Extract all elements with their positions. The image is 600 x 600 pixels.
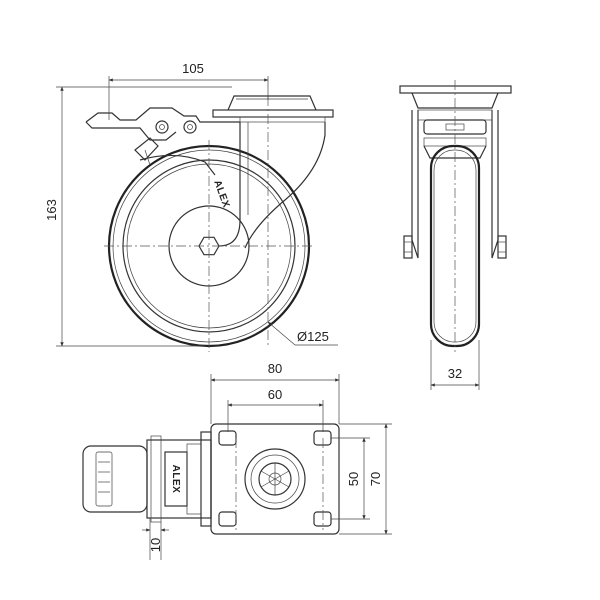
- brake-lever-side: [85, 107, 240, 176]
- dimension-label-60: 60: [268, 387, 282, 402]
- mount-plate-side: [212, 95, 334, 123]
- swivel-hub-top: [244, 448, 306, 510]
- mount-hole: [218, 430, 237, 446]
- mount-plate-front: [399, 85, 512, 94]
- brand-label-top: ALEX: [170, 465, 181, 494]
- dimension-50: 50: [331, 437, 370, 520]
- mount-hole: [313, 511, 332, 527]
- dimension-label-163: 163: [44, 199, 59, 221]
- dimension-diameter-125: Ø125: [267, 321, 338, 346]
- dimension-label-50: 50: [346, 472, 361, 486]
- dimension-60: 60: [227, 387, 324, 432]
- axle-front: [403, 235, 507, 259]
- fork-side: [218, 122, 326, 249]
- dimension-105: 105: [108, 61, 269, 120]
- brake-assembly-top: [82, 431, 212, 527]
- dimension-label-80: 80: [268, 361, 282, 376]
- dimension-80: 80: [210, 361, 340, 424]
- side-view: ALEX: [85, 95, 334, 352]
- dimension-10: 10: [142, 518, 169, 560]
- dimension-label-10: 10: [148, 538, 163, 552]
- top-view: ALEX: [82, 423, 340, 535]
- mount-hole: [218, 511, 237, 527]
- dimension-label-70: 70: [368, 472, 383, 486]
- mount-hole: [313, 430, 332, 446]
- dimension-label-diameter: Ø125: [297, 329, 329, 344]
- brand-label-side: ALEX: [211, 179, 231, 210]
- dimension-label-105: 105: [182, 61, 204, 76]
- dimension-163: 163: [44, 86, 232, 347]
- front-view: [399, 80, 512, 352]
- dimension-label-32: 32: [448, 366, 462, 381]
- dimension-70: 70: [339, 423, 392, 535]
- dimension-32: 32: [430, 340, 480, 390]
